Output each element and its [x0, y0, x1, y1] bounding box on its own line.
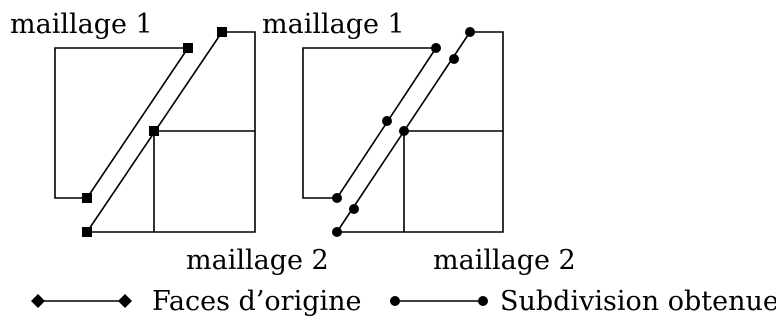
diamond-marker	[118, 294, 132, 308]
square-marker	[217, 27, 227, 37]
circle-marker	[449, 54, 459, 64]
circle-marker	[332, 193, 342, 203]
left-label-mesh1: maillage 1	[10, 9, 153, 40]
square-marker	[149, 126, 159, 136]
circle-marker	[349, 204, 359, 214]
square-marker	[82, 193, 92, 203]
diamond-marker	[31, 294, 45, 308]
legend-label-faces: Faces d’origine	[152, 286, 362, 317]
left-label-mesh2: maillage 2	[186, 245, 329, 276]
legend-graphics	[31, 294, 488, 308]
right-panel	[302, 27, 504, 237]
circle-marker	[478, 296, 488, 306]
legend-label-subdivision: Subdivision obtenue	[500, 286, 776, 317]
circle-marker	[399, 126, 409, 136]
square-marker	[183, 43, 193, 53]
right-mesh1-outline	[302, 47, 436, 199]
left-diagonal-1	[86, 47, 189, 199]
circle-marker	[465, 27, 475, 37]
left-mesh2-outline	[87, 31, 256, 233]
circle-marker	[382, 116, 392, 126]
right-label-mesh1: maillage 1	[262, 9, 405, 40]
left-mesh1-outline	[54, 47, 188, 199]
circle-marker	[431, 43, 441, 53]
left-panel	[54, 27, 256, 237]
circle-marker	[390, 296, 400, 306]
right-label-mesh2: maillage 2	[433, 245, 576, 276]
circle-marker	[332, 227, 342, 237]
square-marker	[82, 227, 92, 237]
right-mesh2-outline	[337, 31, 504, 233]
